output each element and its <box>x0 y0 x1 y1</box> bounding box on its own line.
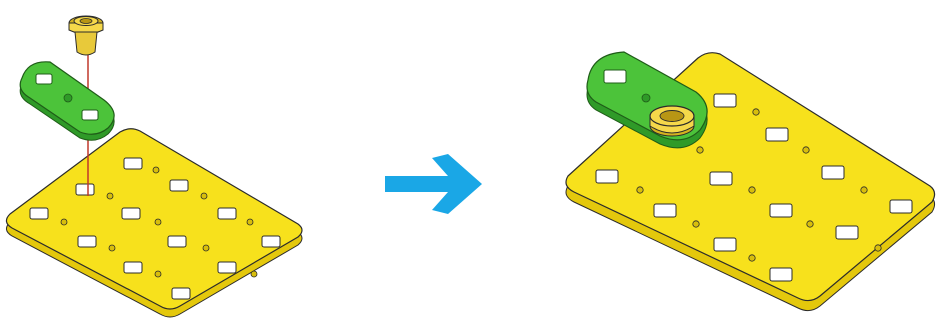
yellow-plug <box>650 106 694 136</box>
assembled-view <box>560 0 939 320</box>
green-link <box>20 62 114 140</box>
yellow-plate <box>6 129 302 317</box>
exploded-view <box>0 0 340 320</box>
assembled-view-drawing <box>560 0 939 320</box>
step-arrow <box>380 148 490 218</box>
yellow-plug <box>69 16 103 55</box>
right-arrow-icon <box>380 148 490 218</box>
exploded-view-drawing <box>0 0 340 320</box>
